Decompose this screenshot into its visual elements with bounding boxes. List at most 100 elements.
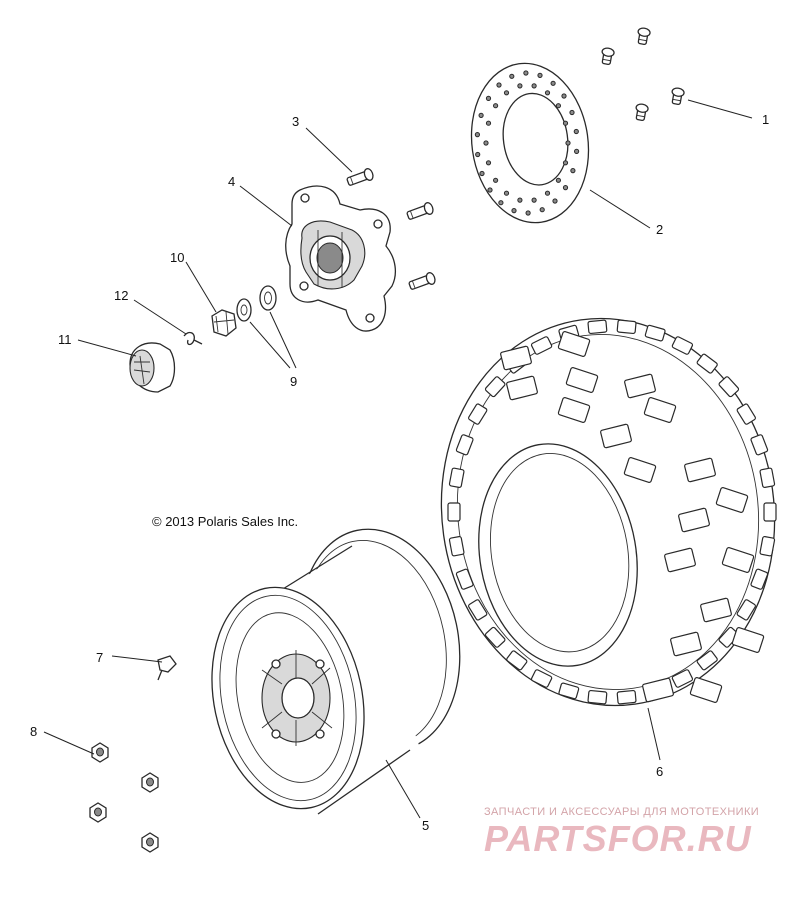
tread-lug: [557, 397, 591, 423]
disc-hole: [544, 90, 551, 96]
disc-hole: [517, 83, 523, 89]
disc-hole: [574, 148, 580, 154]
tread-block: [671, 336, 694, 355]
tread-block: [587, 319, 608, 335]
tread-block: [763, 502, 777, 522]
tread-lug: [643, 397, 677, 423]
disc-hole: [478, 112, 484, 119]
disc-hole: [487, 187, 493, 193]
disc-hole: [550, 80, 556, 86]
disc-hole: [503, 90, 510, 96]
wheel-hub: [285, 185, 397, 332]
tread-block: [616, 319, 637, 335]
tread-block: [718, 376, 740, 398]
tread-block: [455, 568, 474, 590]
callout-6: 6: [656, 764, 663, 779]
disc-hole: [485, 160, 492, 166]
copyright-text: © 2013 Polaris Sales Inc.: [152, 514, 299, 529]
hub-stud: [346, 168, 374, 186]
brake-disc: [470, 62, 590, 224]
hub-stud: [408, 272, 436, 290]
disc-hole: [493, 103, 499, 109]
disc-hole: [479, 170, 485, 177]
disc-hole: [569, 109, 575, 116]
disc-hole: [562, 185, 569, 191]
tread-lug: [715, 487, 749, 513]
callout-numbers: 1 2 3 4 5 6 7 8 9 10 12 11: [30, 112, 769, 833]
tread-block: [671, 669, 694, 688]
disc-hole: [525, 210, 531, 216]
disc-hole: [523, 70, 529, 76]
tread-lug: [731, 627, 765, 653]
disc-hole: [562, 160, 569, 166]
tread-block: [696, 353, 718, 374]
tread-block: [759, 535, 776, 557]
castle-nut: [211, 309, 237, 337]
disc-hole: [544, 190, 551, 196]
disc-hole: [517, 197, 523, 203]
tread-lug: [689, 677, 723, 703]
disc-hole: [537, 72, 543, 79]
disc-hole: [474, 132, 480, 138]
disc-hole: [485, 120, 492, 126]
tread-block: [696, 650, 718, 671]
tread-block: [759, 467, 776, 489]
tread-lug: [684, 457, 716, 483]
callout-5: 5: [422, 818, 429, 833]
tread-block: [736, 599, 756, 621]
callout-7: 7: [96, 650, 103, 665]
disc-hole: [475, 151, 481, 158]
tread-lug: [624, 373, 656, 399]
tread-lug: [623, 457, 657, 483]
disc-bolts: [601, 27, 685, 122]
disc-bolt: [637, 27, 651, 46]
disc-hole: [573, 128, 579, 135]
tread-lug: [506, 375, 538, 401]
tread-block: [587, 689, 608, 705]
tread-block: [484, 626, 506, 648]
disc-hole: [539, 207, 545, 213]
disc-hole: [493, 177, 499, 183]
tread-lug: [664, 547, 696, 573]
tread-lug: [600, 423, 632, 449]
disc-hole: [562, 120, 569, 126]
lug-nut: [89, 802, 107, 823]
disc-hole: [509, 73, 515, 79]
disc-hole: [496, 82, 502, 88]
hub-studs: [346, 168, 436, 290]
cotter-pin: [183, 331, 203, 346]
disc-hole: [552, 198, 558, 204]
tread-block: [468, 599, 488, 621]
tread-lug: [678, 507, 710, 533]
tread-block: [530, 669, 553, 688]
disc-hole: [531, 197, 537, 203]
disc-bolt: [601, 47, 615, 66]
tread-block: [616, 689, 637, 705]
tire: [440, 317, 777, 707]
callout-2: 2: [656, 222, 663, 237]
lug-nuts: [89, 742, 159, 853]
callout-12-label: 11: [58, 332, 72, 347]
tread-lug: [557, 331, 591, 357]
disc-hole: [485, 95, 492, 102]
tread-block: [448, 535, 465, 557]
disc-hole: [498, 200, 504, 206]
leader-lines: [43, 99, 753, 819]
callout-9: 9: [290, 374, 297, 389]
tread-lug: [721, 547, 755, 573]
tread-block: [448, 467, 465, 489]
disc-hole: [503, 190, 510, 196]
hub-stud: [406, 202, 434, 220]
callout-3: 3: [292, 114, 299, 129]
tread-lug: [642, 677, 674, 703]
disc-bolt: [671, 87, 685, 106]
disc-hole: [483, 140, 489, 146]
tread-block: [750, 434, 769, 456]
watermark-tagline: ЗАПЧАСТИ И АКСЕССУАРЫ ДЛЯ МОТОТЕХНИКИ: [484, 806, 760, 818]
lug-nut: [141, 772, 159, 793]
tread-lug: [500, 345, 532, 371]
tread-block: [506, 650, 528, 671]
watermark-logo: PARTSFOR.RU: [484, 818, 752, 859]
tread-block: [750, 568, 769, 590]
